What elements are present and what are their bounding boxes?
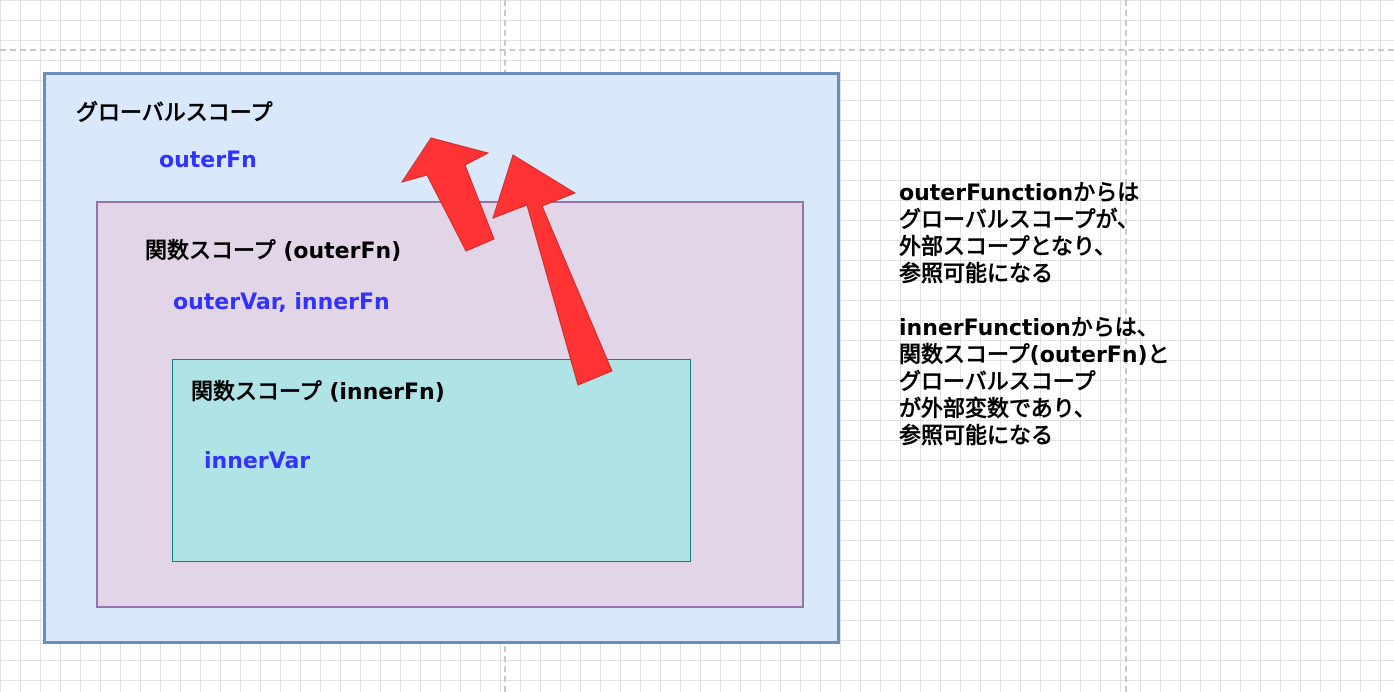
inner-function-scope-box [172, 359, 691, 562]
note-line: 外部スコープとなり、 [899, 235, 1117, 260]
note-line: グローバルスコープが、 [899, 208, 1140, 233]
note-line: outerFunctionからは [899, 181, 1140, 206]
inner-scope-variables: innerVar [204, 449, 311, 474]
outer-scope-title: 関数スコープ (outerFn) [145, 239, 402, 264]
outer-scope-variables: outerVar, innerFn [173, 290, 390, 315]
note-line: グローバルスコープ [899, 370, 1096, 395]
inner-scope-title: 関数スコープ (innerFn) [191, 380, 445, 405]
guide-line-horizontal [0, 49, 1394, 51]
note-line: 参照可能になる [899, 424, 1054, 449]
guide-line-vertical-right [1125, 0, 1127, 692]
global-scope-title: グローバルスコープ [76, 101, 273, 126]
note-line: が外部変数であり、 [899, 397, 1096, 422]
global-scope-variables: outerFn [159, 148, 257, 173]
note-line: innerFunctionからは、 [899, 316, 1159, 341]
note-line: 参照可能になる [899, 262, 1054, 287]
explanation-note: outerFunctionからは グローバルスコープが、 外部スコープとなり、 … [899, 180, 1299, 450]
note-paragraph-gap [899, 288, 1299, 315]
note-line: 関数スコープ(outerFn)と [899, 343, 1170, 368]
